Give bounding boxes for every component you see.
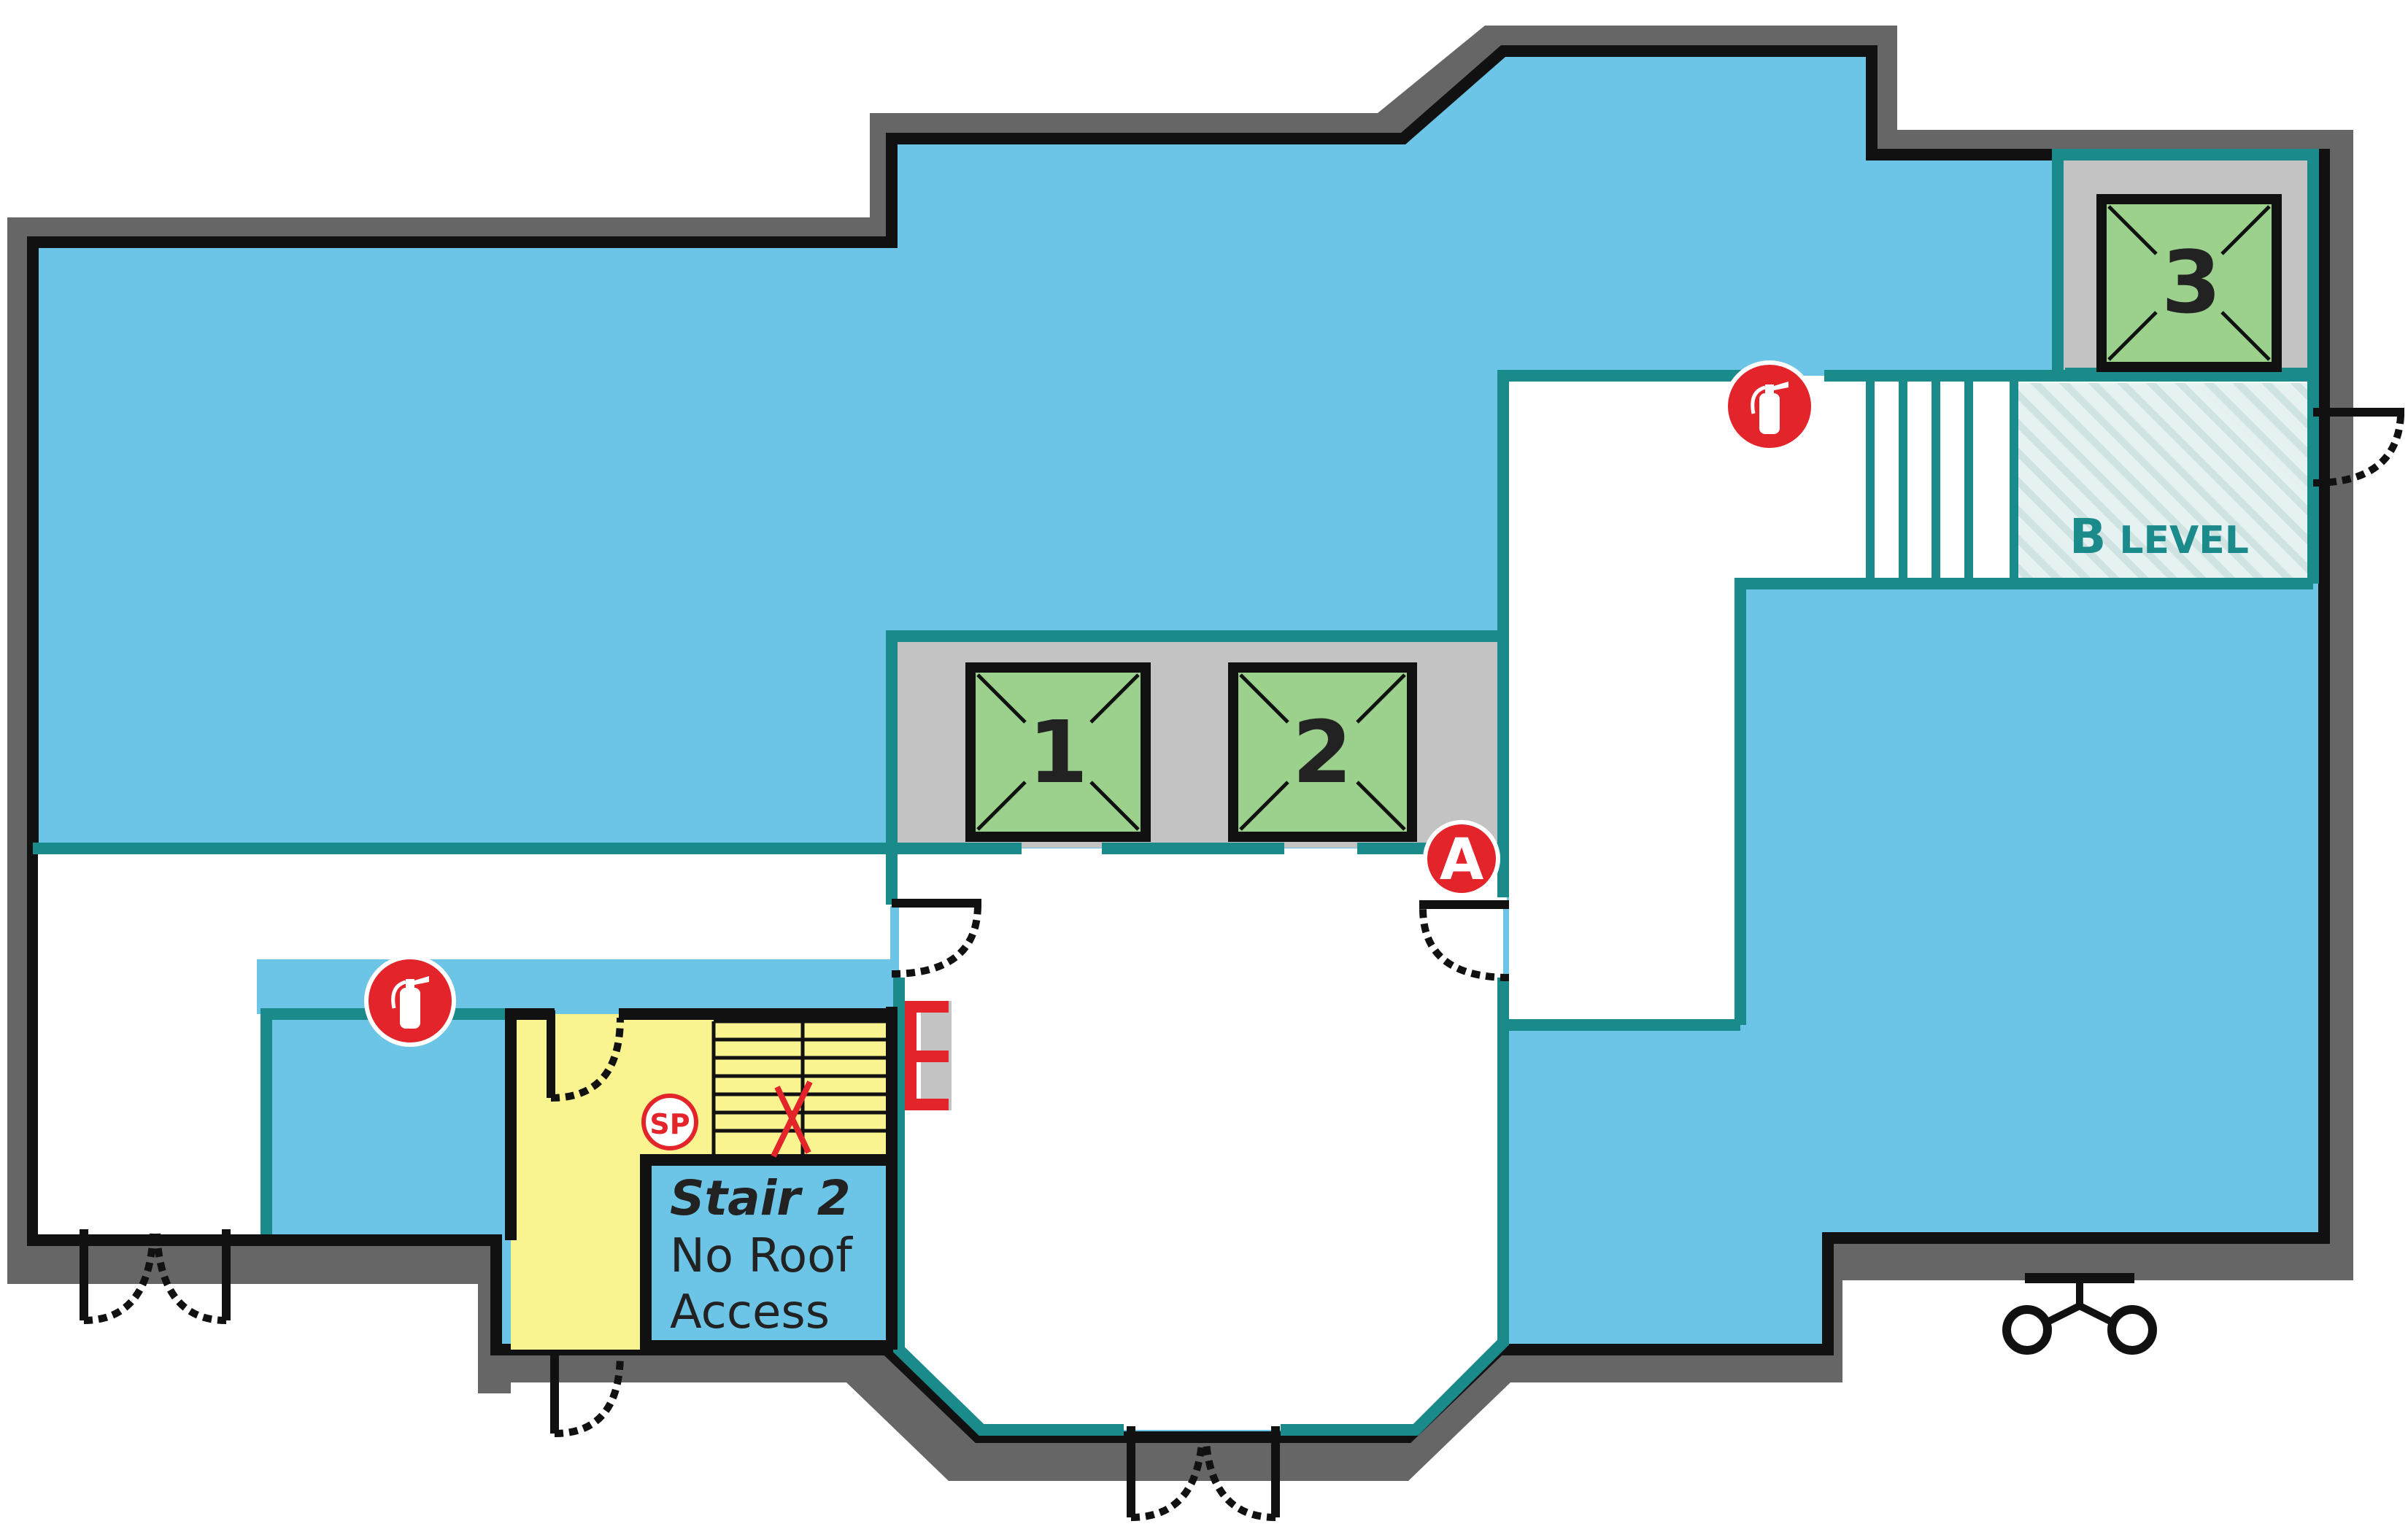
alarm-panel-marker[interactable]: A — [1423, 820, 1500, 897]
door-swing-icon[interactable] — [550, 1350, 624, 1437]
door-swing-icon[interactable] — [547, 1010, 624, 1102]
b-level-label: B LEVEL — [2069, 508, 2249, 565]
elevator-3-label: 3 — [2161, 232, 2221, 333]
elevator-3[interactable]: 3 — [2096, 194, 2282, 372]
electrical-panel[interactable]: E — [905, 1001, 952, 1110]
elevator-2-label: 2 — [1292, 702, 1352, 802]
door-swing-icon[interactable] — [80, 1229, 231, 1324]
stair-2-note-line2: Access — [670, 1285, 830, 1339]
no-roof-access-mark — [771, 1080, 813, 1158]
b-level-letter: B — [2069, 508, 2106, 565]
standpipe-label: SP — [649, 1108, 690, 1140]
b-level-steps — [1866, 379, 2018, 584]
door-swing-icon[interactable] — [1419, 900, 1510, 981]
b-level-area[interactable] — [2018, 383, 2313, 581]
valve-shutoff-icon[interactable] — [2002, 1273, 2157, 1355]
fire-extinguisher-icon[interactable] — [364, 955, 456, 1047]
stair-2[interactable]: Stair 2 No Roof Access — [505, 1007, 898, 1352]
teal-walls — [33, 149, 2319, 1436]
door-swing-icon[interactable] — [2312, 408, 2404, 487]
door-swing-icon[interactable] — [891, 899, 981, 978]
alarm-panel-label: A — [1440, 827, 1483, 893]
elevator-1[interactable]: 1 — [965, 662, 1151, 842]
elevator-1-label: 1 — [1028, 702, 1088, 802]
standpipe-marker[interactable]: SP — [641, 1094, 698, 1150]
stair-2-note-line1: No Roof — [670, 1229, 853, 1283]
b-level-word: LEVEL — [2119, 519, 2249, 562]
stair-2-title: Stair 2 — [670, 1170, 851, 1226]
elevator-2[interactable]: 2 — [1228, 662, 1417, 842]
fire-extinguisher-icon[interactable] — [1724, 360, 1815, 452]
door-swing-icon[interactable] — [1127, 1426, 1280, 1521]
